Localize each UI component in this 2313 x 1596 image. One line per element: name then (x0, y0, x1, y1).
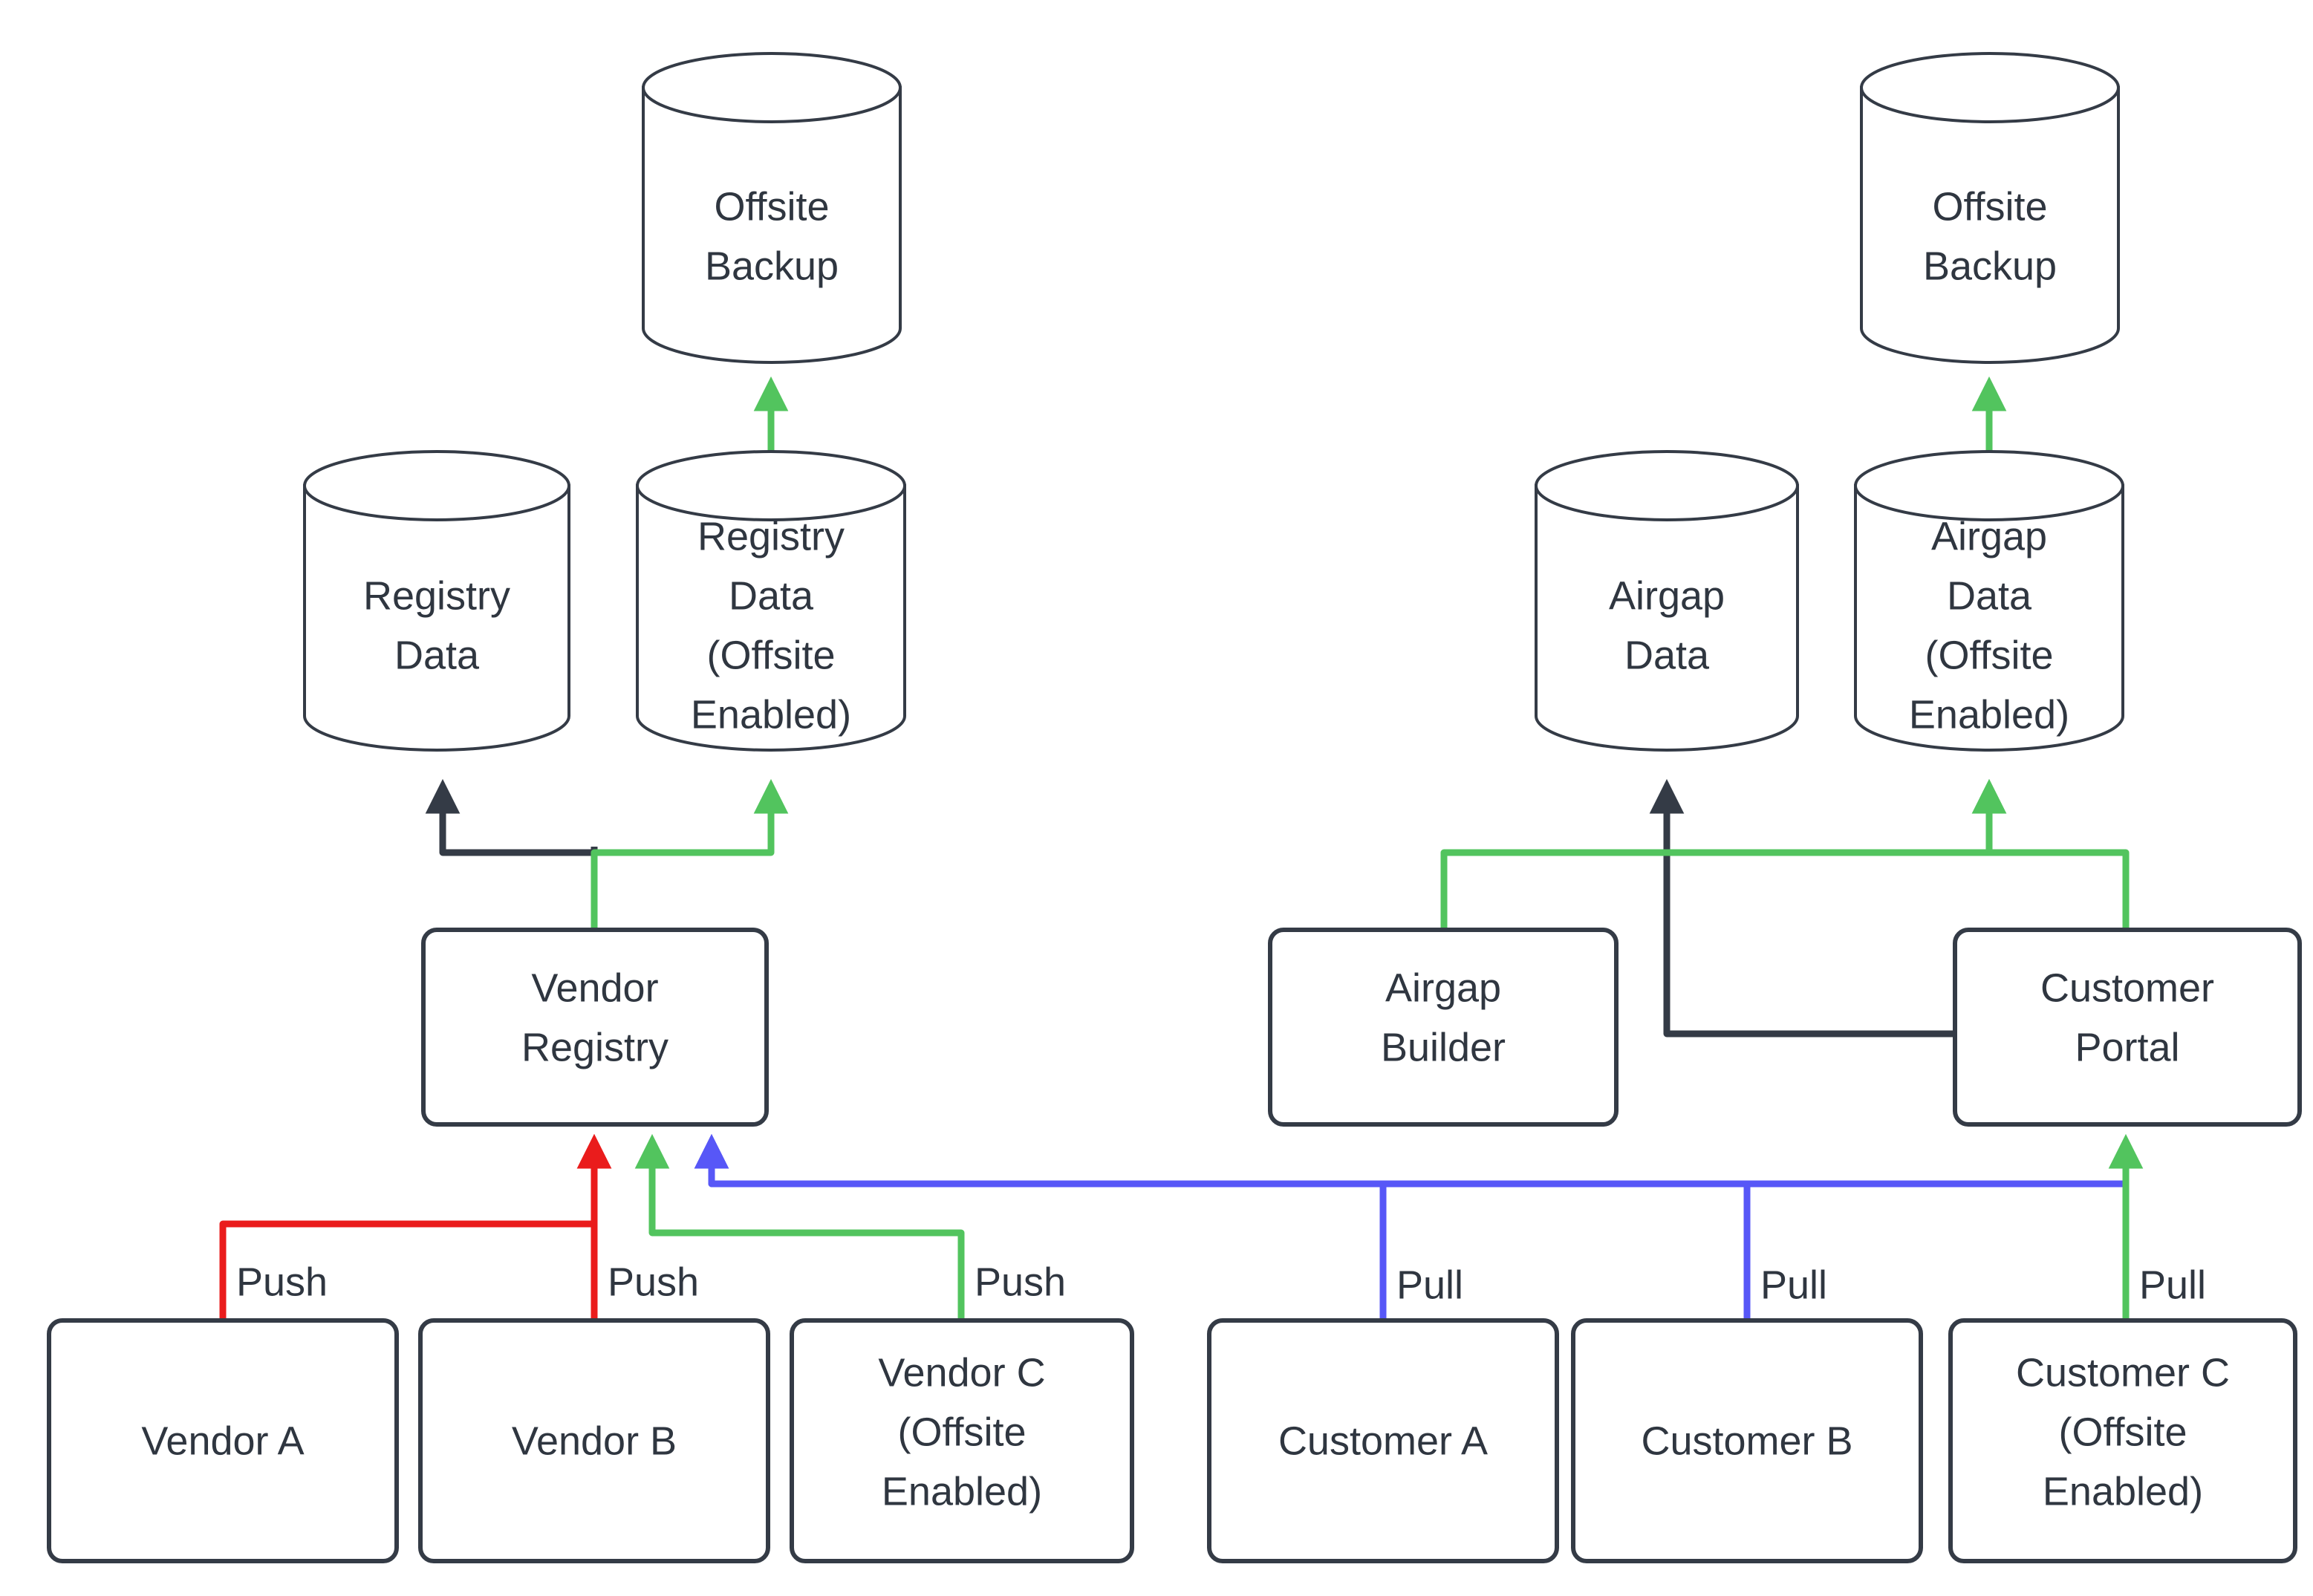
cylinder-top (642, 52, 902, 123)
cylinder-body (1860, 86, 2120, 364)
edge-label-push-a: Push (236, 1260, 328, 1304)
node-customer-c[interactable]: Customer C (Offsite Enabled) (1948, 1318, 2297, 1563)
cylinder-top (636, 450, 906, 521)
edge-label-layer: Push Push Push Pull Pull Pull (236, 1260, 2206, 1307)
node-label-line2: Data (394, 633, 480, 677)
node-label-line2: (Offsite (2058, 1410, 2187, 1454)
node-label-line4: Enabled) (1909, 692, 2069, 737)
box-outline (1953, 928, 2302, 1127)
node-vendor-registry[interactable]: Vendor Registry (421, 928, 769, 1127)
box-outline (47, 1318, 399, 1563)
node-offsite-backup-right[interactable]: Offsite Backup (1860, 52, 2120, 364)
box-outline (1207, 1318, 1559, 1563)
node-customer-portal[interactable]: Customer Portal (1953, 928, 2302, 1127)
node-label-line1: Airgap (1385, 965, 1501, 1010)
node-airgap-builder[interactable]: Airgap Builder (1268, 928, 1619, 1127)
edge-vendor-registry-to-registry-data-offsite (591, 778, 789, 930)
node-label-line1: Vendor A (141, 1419, 304, 1463)
node-label-line2: Registry (521, 1025, 668, 1069)
node-customer-a[interactable]: Customer A (1207, 1318, 1559, 1563)
box-outline (790, 1318, 1134, 1563)
node-label-line3: Enabled) (882, 1469, 1042, 1514)
node-vendor-b[interactable]: Vendor B (418, 1318, 770, 1563)
node-airgap-data[interactable]: Airgap Data (1535, 450, 1799, 752)
node-label-line1: Airgap (1609, 573, 1725, 618)
edge-customer-portal-to-airgap-data (1649, 778, 1955, 1038)
node-label-line2: (Offsite (897, 1410, 1026, 1454)
cylinder-body (1854, 484, 2124, 752)
node-vendor-a[interactable]: Vendor A (47, 1318, 399, 1563)
node-label-line3: (Offsite (1925, 633, 2053, 677)
node-label-line1: Customer (2040, 965, 2214, 1010)
edge-vendor-c-push (634, 1133, 965, 1320)
node-label-line1: Offsite (1932, 184, 2047, 229)
node-label-line2: Data (1624, 633, 1710, 677)
edge-airgap-builder-to-airgap-data-offsite (1440, 778, 2007, 930)
node-label-line1: Airgap (1931, 514, 2047, 558)
node-label-line1: Customer A (1278, 1419, 1488, 1463)
node-customer-b[interactable]: Customer B (1571, 1318, 1923, 1563)
edge-label-push-c: Push (975, 1260, 1066, 1304)
edge-customer-portal-to-airgap-data-offsite (1971, 778, 2130, 930)
node-label-line1: Vendor C (878, 1350, 1045, 1395)
cylinder-top (1854, 450, 2124, 521)
cylinder-body (636, 484, 906, 752)
edge-label-pull-a: Pull (1396, 1263, 1463, 1307)
node-label-line3: (Offsite (706, 633, 835, 677)
cylinder-body (642, 86, 902, 364)
node-label-line1: Customer C (2016, 1350, 2230, 1395)
node-label-line2: Data (729, 573, 814, 618)
node-label-line1: Offsite (714, 184, 829, 229)
cylinder-body (1535, 484, 1799, 752)
box-outline (1571, 1318, 1923, 1563)
cylinder-top (303, 450, 570, 521)
node-label-line1: Vendor B (512, 1419, 677, 1463)
edge-label-push-b: Push (608, 1260, 699, 1304)
node-label-line3: Enabled) (2043, 1469, 2203, 1514)
edge-label-pull-b: Pull (1760, 1263, 1827, 1307)
edge-label-pull-c: Pull (2139, 1263, 2206, 1307)
cylinder-body (303, 484, 570, 752)
node-offsite-backup-left[interactable]: Offsite Backup (642, 52, 902, 364)
box-outline (1948, 1318, 2297, 1563)
node-registry-data[interactable]: Registry Data (303, 450, 570, 752)
node-label-line4: Enabled) (691, 692, 851, 737)
node-label-line1: Registry (697, 514, 845, 558)
node-label-line1: Customer B (1641, 1419, 1852, 1463)
box-outline (421, 928, 769, 1127)
node-label-line2: Backup (705, 244, 839, 288)
node-label-line2: Backup (1923, 244, 2057, 288)
box-outline (418, 1318, 770, 1563)
node-label-line2: Data (1947, 573, 2032, 618)
cylinder-top (1860, 52, 2120, 123)
box-outline (1268, 928, 1619, 1127)
node-label-line2: Portal (2075, 1025, 2179, 1069)
edge-layer (219, 376, 2144, 1320)
edge-vendor-registry-to-registry-data (425, 778, 598, 856)
node-airgap-data-offsite[interactable]: Airgap Data (Offsite Enabled) (1854, 450, 2124, 752)
cylinder-top (1535, 450, 1799, 521)
node-vendor-c[interactable]: Vendor C (Offsite Enabled) (790, 1318, 1134, 1563)
node-label-line2: Builder (1381, 1025, 1506, 1069)
node-registry-data-offsite[interactable]: Registry Data (Offsite Enabled) (636, 450, 906, 752)
node-label-line1: Registry (363, 573, 510, 618)
node-label-line1: Vendor (531, 965, 658, 1010)
